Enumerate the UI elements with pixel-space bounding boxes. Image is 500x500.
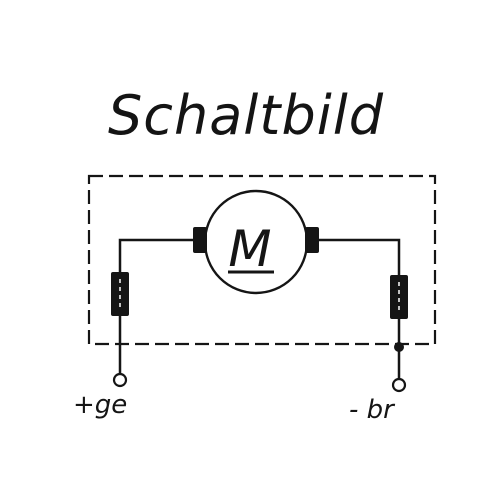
junction-dot <box>394 342 404 352</box>
positive-terminal-label: +ge <box>73 390 127 420</box>
right-choke <box>390 275 408 319</box>
negative-terminal-label: - br <box>349 395 396 425</box>
diagram-title: Schaltbild <box>108 84 385 147</box>
positive-terminal <box>112 372 128 388</box>
motor-label: M <box>228 220 271 278</box>
motor-symbol <box>203 189 309 295</box>
wire-left-upper <box>118 238 195 272</box>
left-brush <box>193 227 207 253</box>
negative-terminal <box>391 377 407 393</box>
right-brush <box>305 227 319 253</box>
left-choke <box>111 272 129 316</box>
wire-right-upper <box>317 238 401 275</box>
housing-outline <box>87 174 437 346</box>
